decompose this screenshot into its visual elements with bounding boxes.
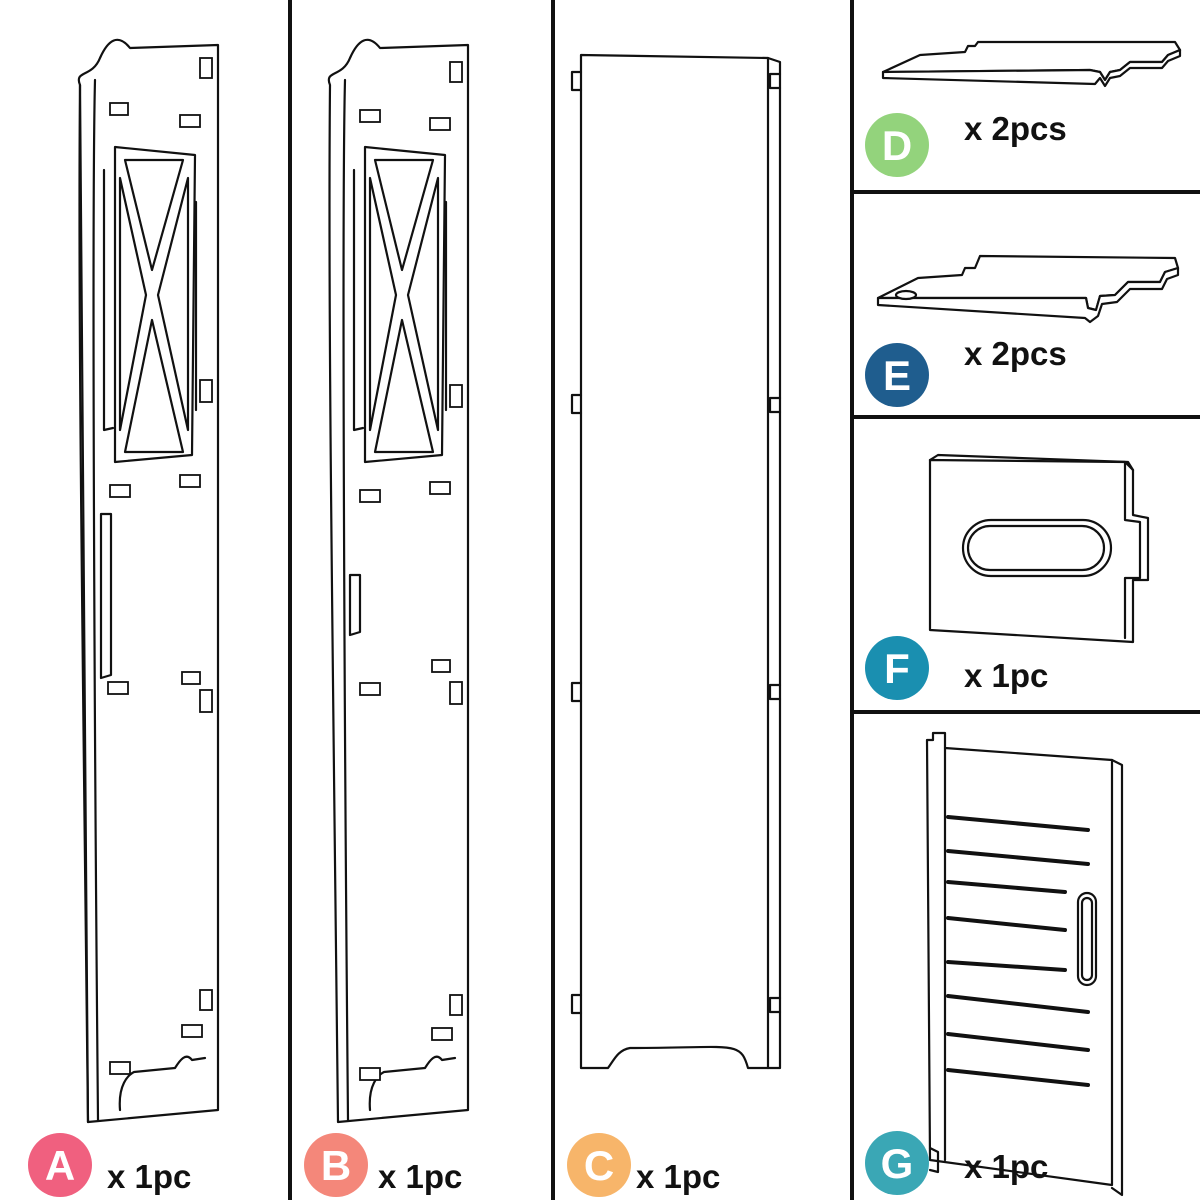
badge-a-letter: A [45, 1142, 75, 1189]
badge-c-circle [567, 1133, 631, 1197]
quantity-c: x 1pc [636, 1158, 720, 1195]
panel-g-drawing [925, 731, 1124, 1197]
badge-e: E [865, 343, 929, 407]
badge-a-circle [28, 1133, 92, 1197]
badge-d: D [865, 113, 929, 177]
badge-c: C [567, 1133, 631, 1197]
badge-e-circle [865, 343, 929, 407]
quantity-f: x 1pc [964, 657, 1048, 694]
badge-g: G [865, 1131, 929, 1195]
badge-g-circle [865, 1131, 929, 1195]
badge-g-letter: G [881, 1140, 914, 1187]
panel-a-drawing [77, 38, 220, 1124]
badge-a: A [28, 1133, 92, 1197]
badge-f: F [865, 636, 929, 700]
badge-b-letter: B [321, 1142, 351, 1189]
panel-b-drawing [327, 38, 470, 1124]
quantity-a: x 1pc [107, 1158, 191, 1195]
panel-d-drawing [881, 40, 1182, 88]
badge-b: B [304, 1133, 368, 1197]
panel-f-drawing [928, 453, 1150, 644]
badge-f-letter: F [884, 645, 910, 692]
panel-e-drawing [876, 254, 1180, 324]
badge-e-letter: E [883, 352, 911, 399]
badge-b-circle [304, 1133, 368, 1197]
badge-f-circle [865, 636, 929, 700]
quantity-g: x 1pc [964, 1148, 1048, 1185]
badge-d-letter: D [882, 122, 912, 169]
badge-c-letter: C [584, 1142, 614, 1189]
badge-d-circle [865, 113, 929, 177]
quantity-b: x 1pc [378, 1158, 462, 1195]
quantity-e: x 2pcs [964, 335, 1067, 372]
quantity-d: x 2pcs [964, 110, 1067, 147]
panel-c-drawing [570, 53, 782, 1070]
